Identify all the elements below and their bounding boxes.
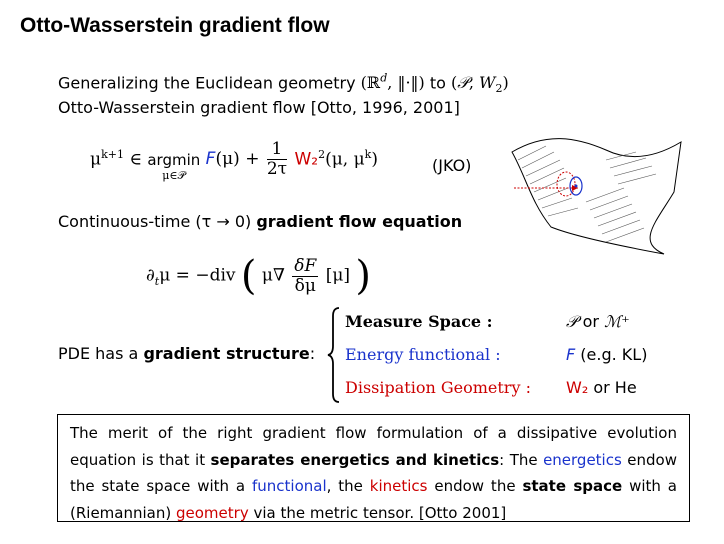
pde-frac-num: δF [292, 255, 319, 277]
pde-open-paren: ( [240, 253, 257, 299]
structure-prefix: PDE has a [58, 344, 139, 363]
slide-title: Otto-Wasserstein gradient flow [20, 14, 330, 37]
pde-bracket: [μ] [325, 265, 351, 286]
box-t6: with a (Riemannian) [70, 477, 677, 522]
box-state-space: state space [522, 477, 623, 495]
box-kinetics: kinetics [369, 477, 428, 495]
jko-plus: + [245, 149, 260, 170]
measure-P: 𝒫 [566, 312, 578, 331]
jko-fraction: 1 2τ [266, 140, 288, 179]
jko-F-arg: (μ) [215, 149, 240, 170]
jko-argmin: argmin [147, 151, 201, 170]
measure-space-label: Measure Space : [345, 312, 493, 331]
box-b1: separates energetics and kinetics [210, 450, 500, 469]
jko-argmin-sub: μ∈𝒫 [162, 169, 186, 183]
pde-fraction: δF δμ [292, 255, 319, 296]
jko-equation: μk+1 ∈ argmin μ∈𝒫 F(μ) + 1 2τ W₂2(μ, μk) [90, 140, 378, 182]
jko-W2: W₂ [294, 150, 319, 171]
box-t3: endow the state space with a [70, 450, 677, 496]
pde-sub-t: t [154, 274, 160, 288]
jko-in: ∈ [129, 150, 142, 171]
dissipation-geometry-label: Dissipation Geometry : [345, 378, 531, 397]
gradient-flow-pde: ∂tμ = −div ( μ∇ δF δμ [μ] ) [146, 256, 371, 296]
box-geometry: geometry [176, 503, 249, 522]
energy-functional-label: Energy functional : [345, 345, 501, 364]
box-t1: The merit of the right gradient flow for… [70, 424, 677, 469]
pde-frac-den: δμ [294, 275, 316, 296]
box-energetics: energetics [543, 450, 622, 469]
jko-W2-arg-sup: k [364, 148, 372, 162]
manifold-illustration [511, 138, 682, 255]
energy-example: (e.g. KL) [580, 345, 648, 364]
energy-functional-value: F (e.g. KL) [566, 345, 647, 364]
left-brace [327, 307, 340, 403]
jko-tag: (JKO) [432, 156, 472, 175]
otto-quote-box: The merit of the right gradient flow for… [57, 414, 690, 522]
continuous-time-line: Continuous-time (τ → 0) gradient flow eq… [58, 212, 462, 231]
measure-space-value: 𝒫 or ℳ⁺ [566, 312, 630, 332]
to-word: to [429, 73, 446, 93]
wasserstein-space-math: (𝒫, W2) [451, 73, 509, 96]
dissipation-or: or [593, 378, 610, 397]
structure-colon: : [309, 344, 316, 363]
box-t2: : The [499, 450, 538, 469]
pde-lhs-mu: μ = −div [159, 265, 236, 286]
jko-frac-num: 1 [266, 140, 288, 160]
generalizing-text: Generalizing the Euclidean geometry [58, 73, 356, 93]
dissipation-W2: W₂ [566, 378, 589, 397]
pde-partial: ∂ [146, 265, 155, 286]
structure-bold: gradient structure [143, 344, 310, 363]
jko-W2-sup: 2 [318, 148, 326, 162]
measure-Mplus: ℳ⁺ [604, 312, 630, 331]
jko-frac-den: 2τ [266, 158, 288, 179]
dissipation-geometry-value: W₂ or He [566, 378, 637, 397]
euclidean-space-math: (ℝd, ‖·‖) [360, 72, 425, 93]
gradient-flow-equation-label: gradient flow equation [256, 212, 463, 231]
box-t7: via the metric tensor. [Otto 2001] [253, 503, 507, 522]
box-functional: functional [252, 477, 327, 495]
jko-W2-arg: (μ, μ [325, 150, 365, 171]
dissipation-He: He [614, 378, 637, 397]
box-t4: , the [326, 477, 363, 495]
continuous-prefix: Continuous-time (τ → 0) [58, 212, 252, 231]
measure-or: or [582, 312, 600, 331]
pde-close-paren: ) [355, 253, 372, 299]
jko-W2-close: ) [371, 150, 378, 171]
generalizing-line: Generalizing the Euclidean geometry (ℝd,… [58, 72, 509, 96]
energy-F: F [566, 345, 576, 364]
jko-mu: μ [90, 150, 102, 171]
jko-sup: k+1 [101, 148, 124, 162]
box-t5: endow the [434, 477, 516, 495]
pde-inner: μ∇ [261, 265, 285, 286]
gradient-structure-label: PDE has a gradient structure: [58, 344, 315, 363]
jko-F: F [205, 149, 216, 170]
otto-reference-line: Otto-Wasserstein gradient flow [Otto, 19… [58, 98, 460, 117]
